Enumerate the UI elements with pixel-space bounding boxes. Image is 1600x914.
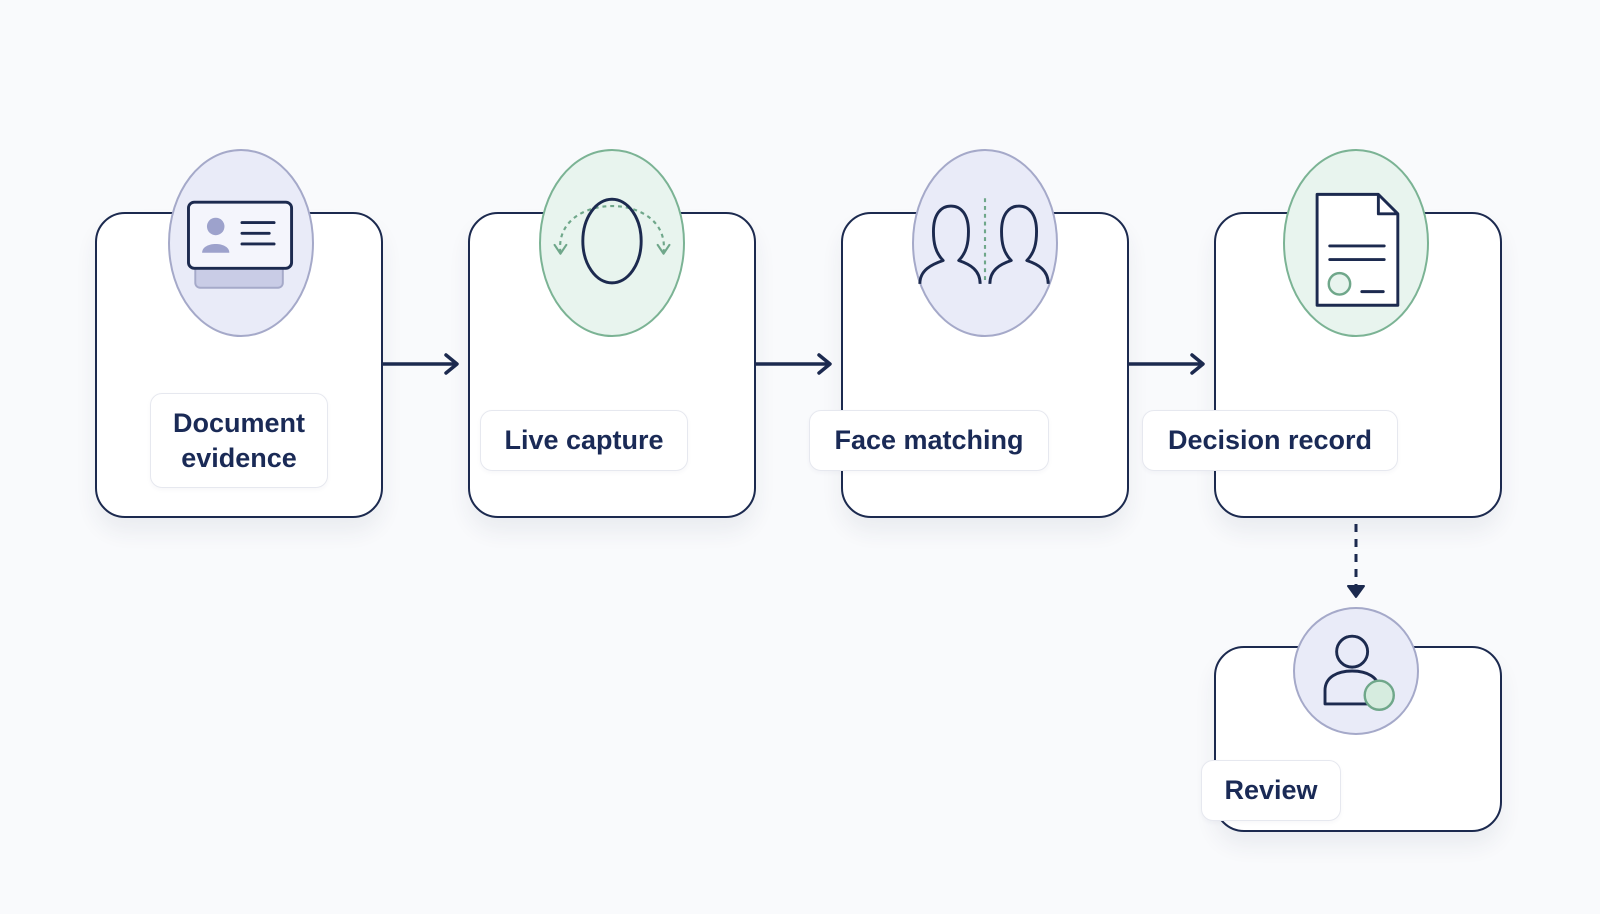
step-label-document-evidence: Document evidence [150,393,328,488]
arrow-live-to-face [756,353,832,375]
step-label-face-matching: Face matching [809,410,1049,471]
dashed-arrow-decision-to-review [1347,524,1365,598]
document-record-icon [1283,149,1429,337]
step-label-live-capture: Live capture [480,410,688,471]
step-label-decision-record: Decision record [1142,410,1398,471]
arrow-document-to-live [383,353,459,375]
face-compare-icon [912,149,1058,337]
id-card-icon [168,149,314,337]
step-label-review: Review [1201,760,1341,821]
reviewer-icon [1293,607,1419,735]
arrow-face-to-decision [1129,353,1205,375]
face-scan-icon [539,149,685,337]
